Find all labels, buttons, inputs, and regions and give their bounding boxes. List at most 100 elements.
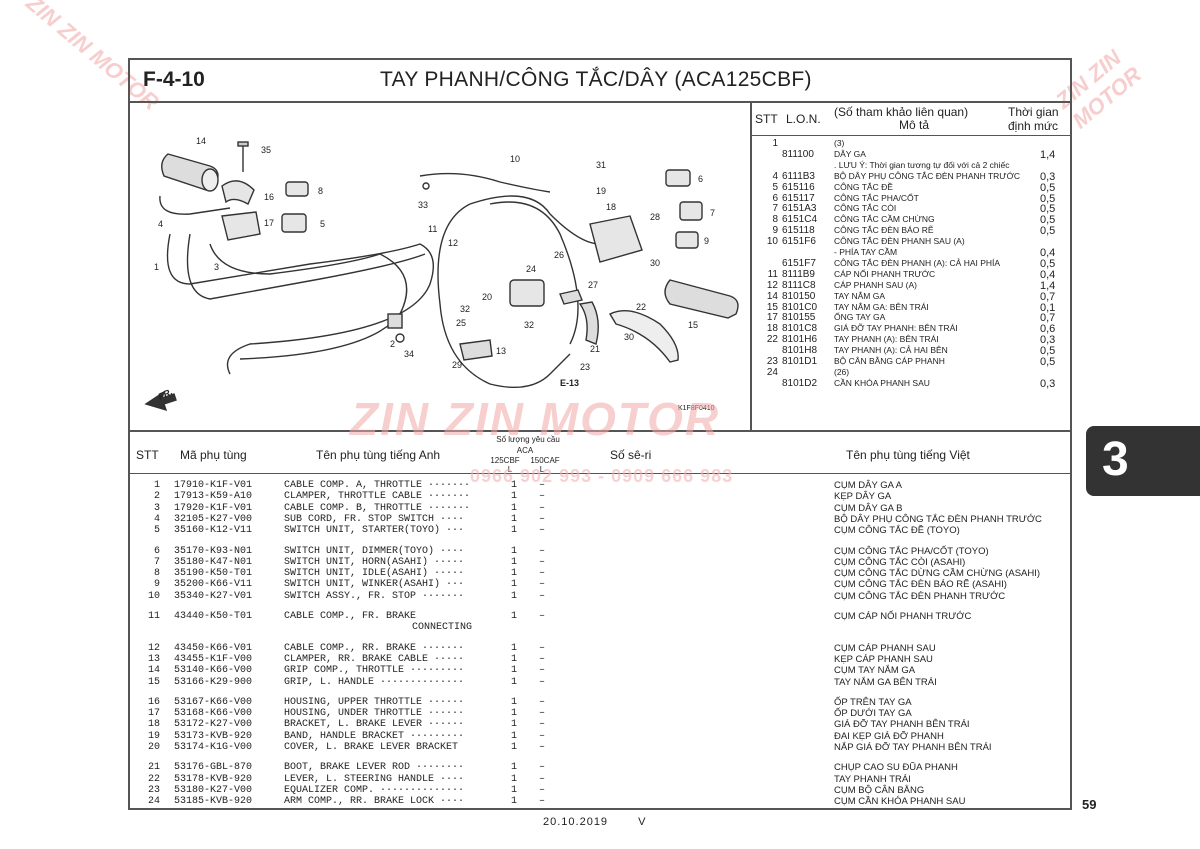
part-number: 43440-K50-T01 — [174, 611, 253, 622]
part-name-en: SWITCH ASSY., FR. STOP ······· — [284, 590, 465, 602]
section-code: F-4-10 — [143, 68, 205, 91]
part-name-en: SWITCH UNIT, STARTER(TOYO) ··· — [284, 525, 465, 537]
part-stt: 6 — [153, 545, 160, 557]
callout-17: 17 — [264, 218, 274, 228]
ref-row-desc: . LƯU Ý: Thời gian tương tự đối với cả 2… — [834, 159, 1010, 170]
diagram-ref-code: K1F8F0410 — [678, 405, 715, 412]
part-name-en: GRIP COMP., THROTTLE ········· — [284, 665, 465, 677]
col-header-qty-model: ACA — [516, 446, 534, 455]
part-qty-150: – — [539, 730, 546, 742]
callout-29: 29 — [452, 360, 462, 370]
footer-date: 20.10.2019 — [543, 816, 609, 828]
part-number: 53168-K66-V00 — [174, 708, 253, 720]
ref-row-lon: 615117 — [782, 192, 815, 204]
footer-mark: V — [638, 816, 647, 828]
part-qty-125: 1 — [511, 742, 518, 753]
part-number: 43450-K66-V01 — [174, 642, 253, 654]
part-number: 53176-GBL-870 — [174, 762, 253, 774]
ref-row-desc: CÔNG TẮC ĐỀ — [834, 181, 893, 192]
part-qty-125: 1 — [511, 796, 518, 808]
watermark-brand: ZIN ZIN MOTOR — [350, 393, 721, 445]
ref-row-stt: 12 — [766, 279, 778, 291]
part-name-vi: CỤM CÔNG TẮC ĐÈN PHANH TRƯỚC — [834, 590, 1006, 602]
part-name-vi: CỤM CÔNG TẮC DỪNG CẦM CHỪNG (ASAHI) — [834, 568, 1041, 580]
part-qty-125: 1 — [511, 730, 518, 742]
part-qty-125: 1 — [511, 579, 518, 591]
part-stt: 4 — [153, 513, 160, 525]
ref-row-lon: 8101C0 — [782, 301, 818, 313]
part-number: 17920-K1F-V01 — [174, 502, 253, 514]
ref-row-lon: 8101H6 — [782, 334, 818, 346]
part-name-vi: CỤM CÁP PHANH SAU — [834, 642, 936, 654]
part-stt: 18 — [147, 719, 160, 731]
col-header-qty-title: Số lượng yêu cầu — [496, 435, 560, 444]
part-qty-150: – — [539, 513, 546, 525]
part-stt: 12 — [147, 642, 160, 654]
part-name-en: CABLE COMP. B, THROTTLE ······· — [284, 502, 471, 514]
callout-30: 30 — [650, 258, 660, 268]
ref-row-lon: 8101C8 — [782, 323, 818, 335]
callout-34: 33 — [418, 200, 428, 210]
ref-row-desc: CÁP PHANH SAU (A) — [834, 279, 917, 290]
part-qty-150: – — [539, 556, 546, 568]
header-divider — [128, 101, 1072, 103]
part-qty-150: – — [539, 491, 546, 503]
part-qty-150: – — [539, 590, 546, 602]
part-number: 53140-K66-V00 — [174, 665, 253, 677]
part-name-vi: ỐP TRÊN TAY GA — [834, 696, 912, 708]
ref-row-stt: 5 — [772, 181, 778, 193]
ref-row-stt: 22 — [766, 334, 778, 346]
ref-row-desc: BỘ DÂY PHỤ CÔNG TẮC ĐÈN PHANH TRƯỚC — [834, 170, 1020, 181]
callout-1: 1 — [154, 262, 159, 272]
part-number: 53185-KVB-920 — [174, 796, 253, 808]
part-qty-125: 1 — [511, 491, 518, 503]
ref-row-stt: 18 — [766, 323, 778, 335]
callout-28: 28 — [650, 212, 660, 222]
part-qty-150: – — [539, 568, 546, 580]
part-number: 53178-KVB-920 — [174, 773, 253, 785]
col-header-part-no: Mã phụ tùng — [180, 448, 247, 462]
part-name-en: BAND, HANDLE BRACKET ········· — [284, 730, 465, 742]
ref-row-desc: CÔNG TẮC CÒI — [834, 203, 897, 214]
part-name-vi: TAY NẮM GA BÊN TRÁI — [834, 676, 937, 688]
part-number: 35200-K66-V11 — [174, 579, 253, 591]
ref-row-stt: 23 — [766, 356, 778, 367]
part-name-en: LEVER, L. STEERING HANDLE ···· — [284, 773, 465, 785]
callout-12: 12 — [448, 238, 458, 248]
part-number: 35180-K47-N01 — [174, 556, 253, 568]
callout-19: 19 — [596, 186, 606, 196]
part-stt: 16 — [147, 696, 160, 708]
part-name-vi: ĐAI KẸP GIÁ ĐỠ PHANH — [834, 730, 944, 742]
callout-21: 21 — [590, 344, 600, 354]
ref-row-lon: 615118 — [782, 225, 815, 237]
ref-row-stt: 11 — [767, 268, 778, 280]
callout-32b: 32 — [524, 320, 534, 330]
ref-row-desc: ỐNG TAY GA — [834, 312, 886, 323]
callout-20: 20 — [482, 292, 492, 302]
part-stt: 15 — [147, 676, 160, 688]
part-qty-150: – — [539, 525, 546, 537]
part-name-vi: TAY PHANH TRÁI — [834, 773, 911, 785]
part-qty-125: 1 — [511, 719, 518, 731]
part-name-en: BOOT, BRAKE LEVER ROD ········ — [284, 762, 465, 774]
ref-row-lon: 8111B9 — [782, 268, 815, 280]
corner-watermark-right: ZIN ZIN MOTOR — [1050, 44, 1147, 134]
part-qty-150: – — [539, 665, 546, 677]
ref-row-val: 0,5 — [1040, 203, 1056, 216]
part-name-en: CABLE COMP., FR. BRAKE — [284, 611, 417, 622]
part-qty-125: 1 — [511, 525, 518, 537]
table-row-continuation: CONNECTING — [128, 622, 1072, 633]
section-tab-label: 3 — [1102, 433, 1129, 486]
part-name-vi: CỤM CẦN KHÓA PHANH SAU — [834, 796, 966, 808]
callout-10: 10 — [510, 154, 520, 164]
ref-row-desc: TAY NẮM GA — [834, 290, 886, 301]
ref-row-lon: 6151F6 — [782, 236, 816, 248]
part-qty-125: 1 — [511, 642, 518, 654]
ref-row-val: 1,4 — [1040, 279, 1056, 292]
